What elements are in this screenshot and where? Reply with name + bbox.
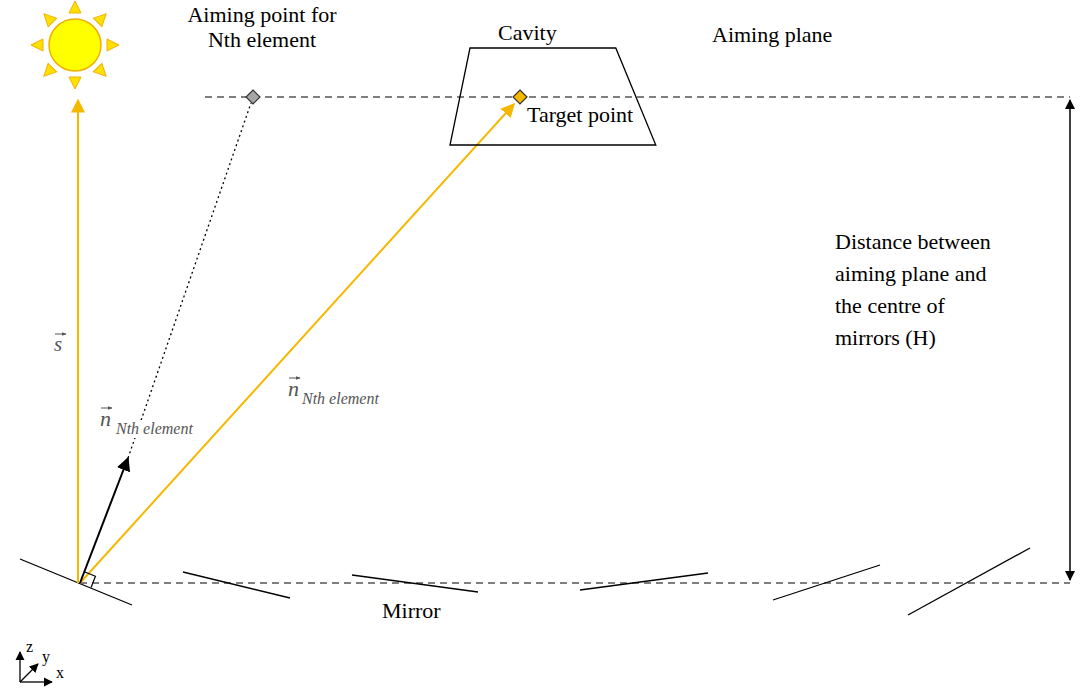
target-point-label: Target point [527, 102, 633, 127]
aiming-point-label: Aiming point for Nth element [186, 2, 338, 52]
vector-subscript: Nth element [302, 390, 379, 408]
vector-label: n [288, 376, 299, 401]
aiming-plane-line [205, 96, 1070, 97]
axis-label: x [56, 664, 64, 682]
axis-label: z [26, 638, 33, 656]
aiming-point-marker [246, 90, 260, 104]
cavity-trapezoid [450, 48, 656, 145]
cavity-label: Cavity [498, 20, 557, 45]
sun-symbol [31, 1, 119, 89]
vector-subscript: Nth element [114, 420, 195, 438]
vector-label: s [54, 332, 62, 356]
normal-vector [80, 458, 128, 583]
vector-label: n [100, 406, 111, 431]
distance-arrow [1069, 100, 1071, 580]
mirror-label: Mirror [382, 598, 441, 623]
right-angle-mark [84, 572, 95, 588]
reflected-vector [80, 104, 514, 583]
axis-label: y [42, 648, 50, 666]
aiming-plane-label: Aiming plane [712, 22, 832, 47]
aiming-line [128, 103, 251, 458]
target-point-marker [513, 90, 527, 104]
sun-vector [77, 100, 79, 583]
mirror-elements [20, 548, 1030, 615]
distance-label: Distance between aiming plane and the ce… [835, 226, 1015, 354]
cavity-outline [440, 20, 680, 150]
cavity-shape: CavityTarget point [440, 20, 680, 150]
